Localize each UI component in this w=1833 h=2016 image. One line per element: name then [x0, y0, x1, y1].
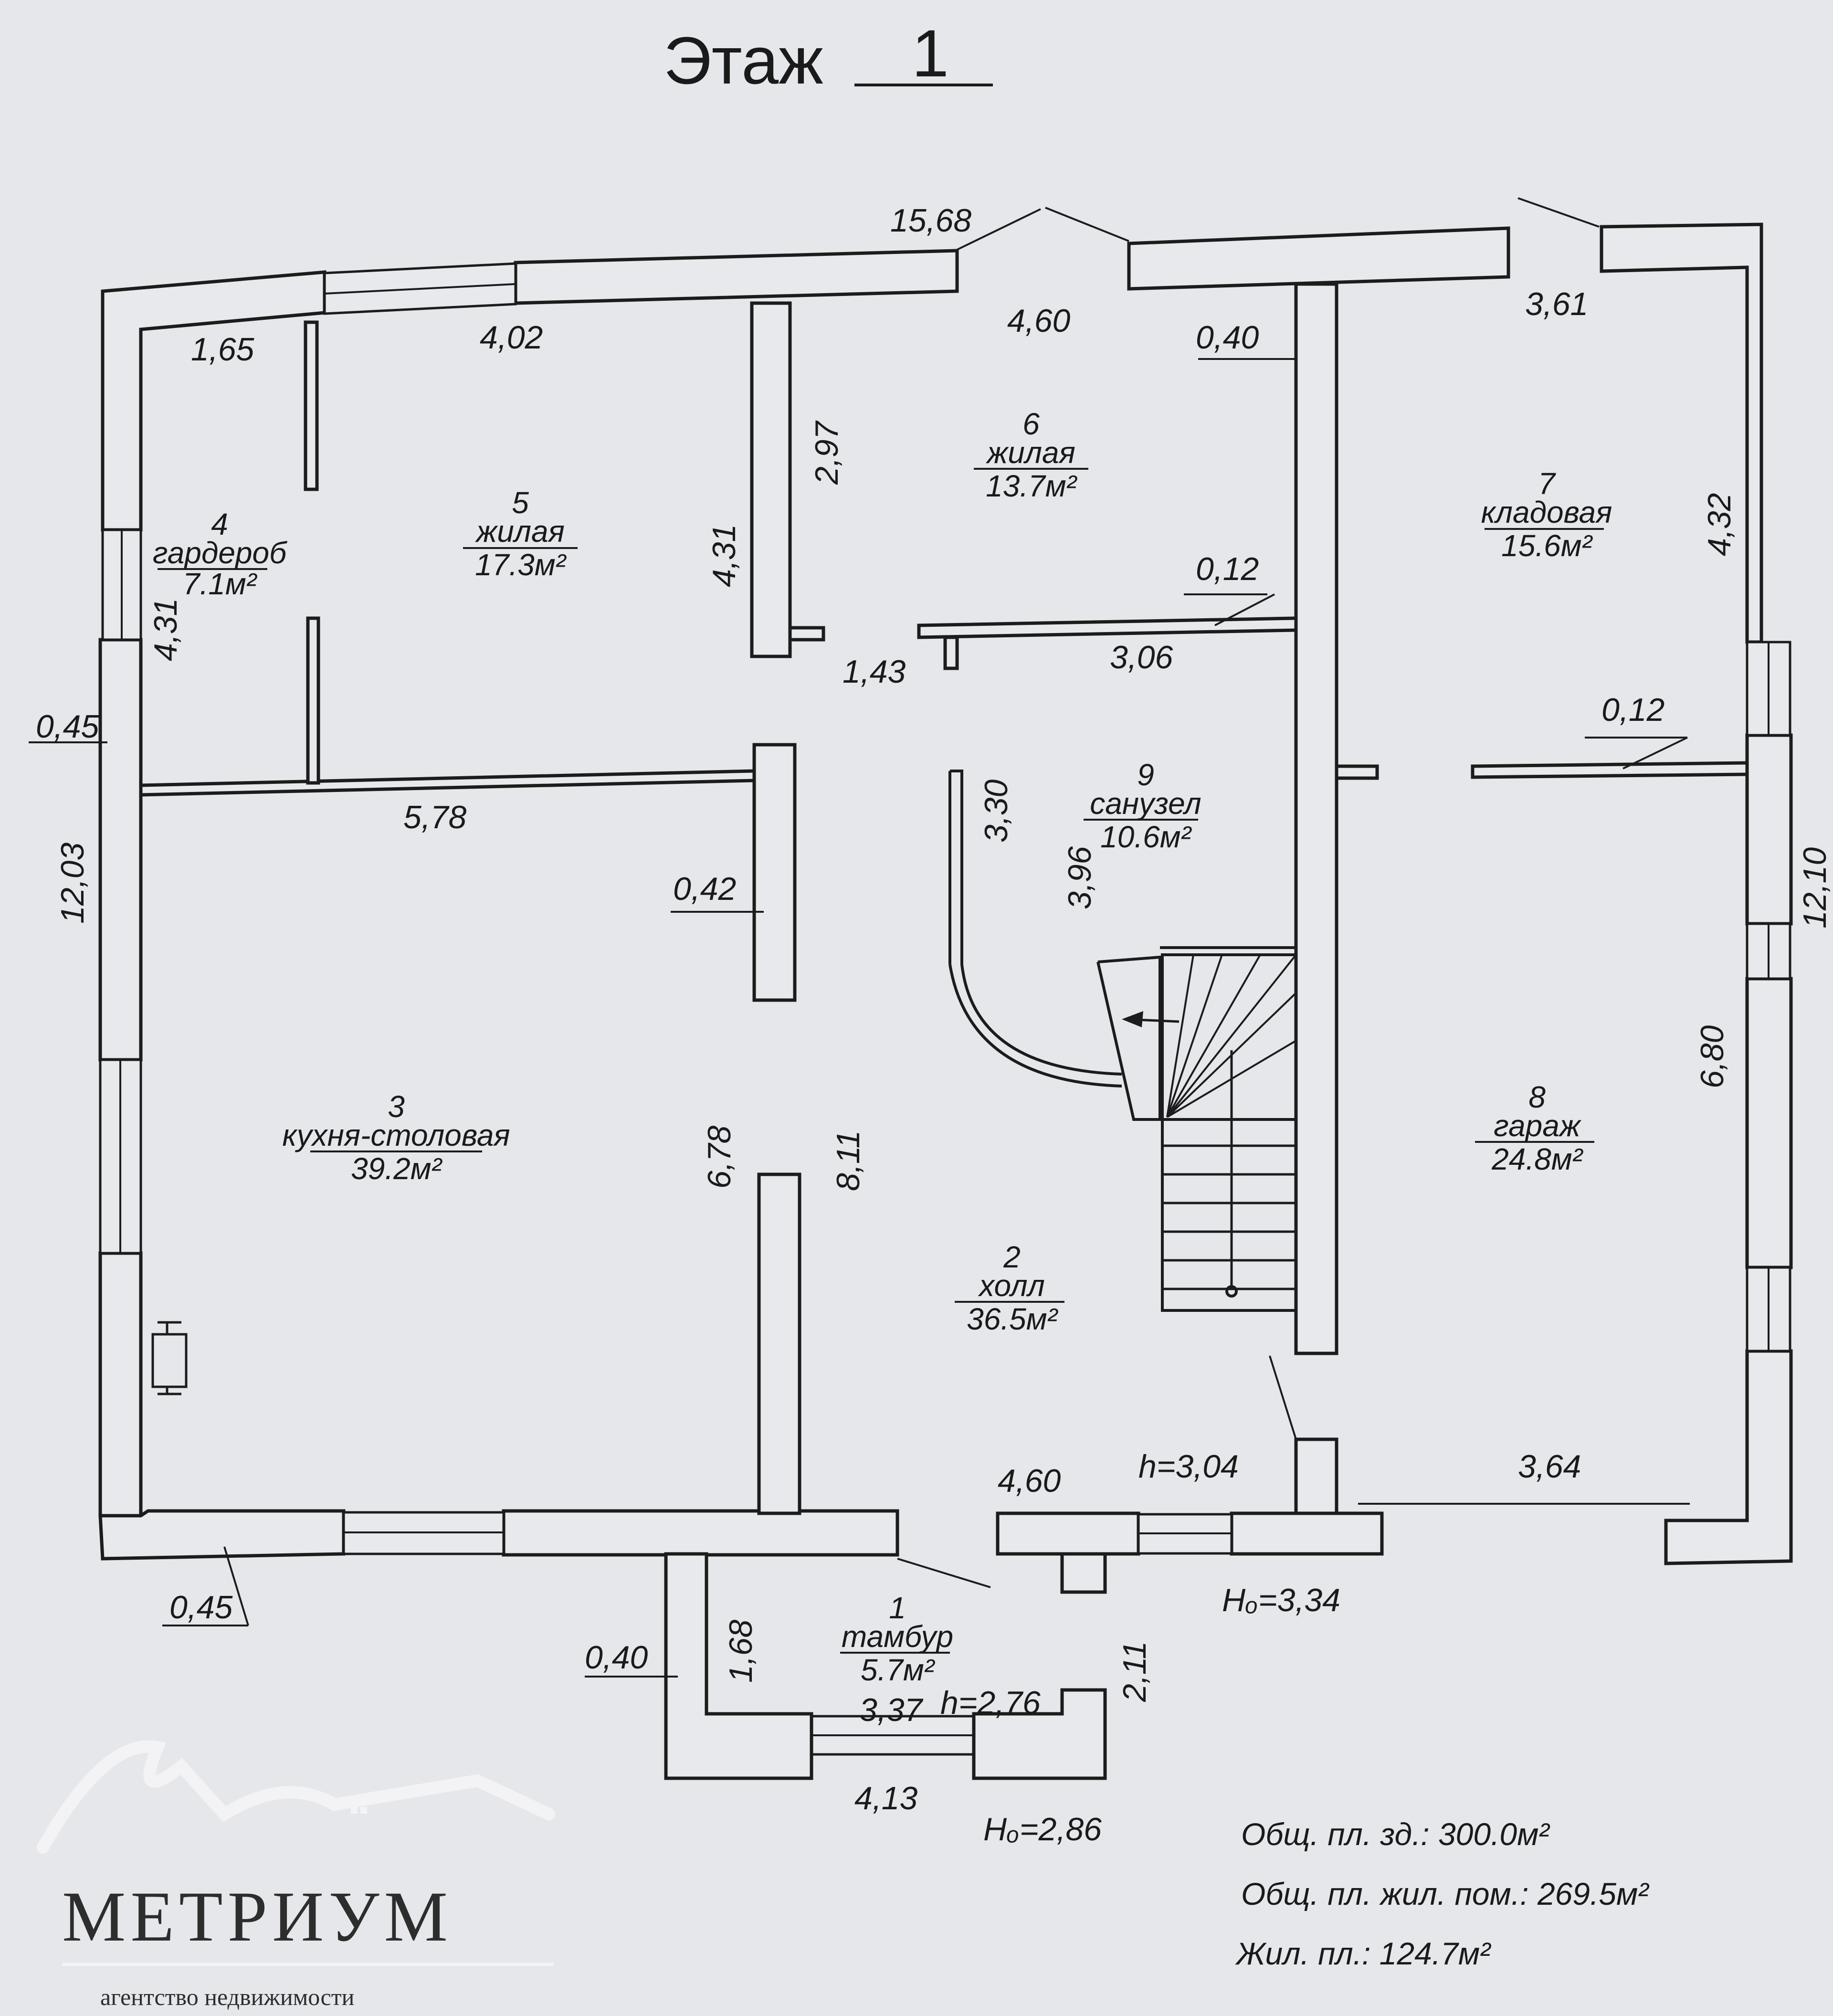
- company-logo: МЕТРИУМ агентство недвижимости: [37, 1740, 555, 2010]
- dim-4-32: 4,32: [1701, 493, 1738, 556]
- svg-text:3: 3: [388, 1089, 405, 1124]
- dim-0-42: 0,42: [673, 871, 736, 907]
- dim-3-64: 3,64: [1518, 1448, 1581, 1485]
- room-7-label: 7 кладовая 15.6м²: [1481, 466, 1612, 563]
- dim-3-30: 3,30: [978, 779, 1014, 843]
- dim-4-31-left: 4,31: [147, 598, 184, 661]
- svg-text:1: 1: [889, 1591, 906, 1625]
- svg-text:10.6м²: 10.6м²: [1100, 820, 1192, 854]
- svg-text:кухня-столовая: кухня-столовая: [282, 1118, 510, 1152]
- dim-0-45-left: 0,45: [36, 708, 99, 745]
- dim-3-06: 3,06: [1110, 639, 1173, 676]
- dim-4-31-mid: 4,31: [706, 524, 742, 587]
- svg-text:15.6м²: 15.6м²: [1501, 528, 1593, 563]
- interior-walls: [139, 282, 1749, 1780]
- dim-0-45-bottom: 0,45: [169, 1589, 233, 1625]
- staircase: [948, 770, 1297, 1312]
- svg-text:гардероб: гардероб: [153, 536, 287, 570]
- floor-title: Этаж 1: [664, 16, 993, 98]
- dim-h0-3-34: Hₒ=3,34: [1222, 1582, 1340, 1618]
- dim-3-37: 3,37: [859, 1692, 924, 1728]
- svg-text:7.1м²: 7.1м²: [183, 567, 258, 601]
- summary-living-area: Жил. пл.: 124.7м²: [1235, 1936, 1491, 1971]
- dim-0-40-bottom: 0,40: [585, 1639, 648, 1676]
- svg-text:7: 7: [1538, 466, 1556, 501]
- windows: [99, 262, 1791, 1756]
- svg-text:24.8м²: 24.8м²: [1491, 1142, 1583, 1176]
- dim-2-11: 2,11: [1117, 1641, 1153, 1702]
- dim-6-80: 6,80: [1694, 1025, 1730, 1088]
- room-9-label: 9 санузел 10.6м²: [1084, 758, 1201, 854]
- svg-text:жилая: жилая: [474, 514, 565, 549]
- dim-h-2-76: h=2,76: [940, 1685, 1041, 1721]
- svg-text:кладовая: кладовая: [1481, 495, 1612, 529]
- svg-text:17.3м²: 17.3м²: [475, 548, 567, 582]
- dim-4-60-bottom: 4,60: [998, 1463, 1061, 1499]
- dim-3-96: 3,96: [1062, 846, 1098, 909]
- room-8-label: 8 гараж 24.8м²: [1475, 1080, 1594, 1176]
- dim-12-10: 12,10: [1797, 847, 1833, 929]
- svg-text:39.2м²: 39.2м²: [351, 1151, 442, 1186]
- dim-3-61: 3,61: [1525, 286, 1588, 322]
- floor-title-label: Этаж: [664, 23, 823, 98]
- svg-text:9: 9: [1137, 758, 1154, 792]
- dim-0-12-b: 0,12: [1601, 692, 1664, 728]
- svg-text:13.7м²: 13.7м²: [986, 469, 1077, 503]
- heater-icon: [151, 1321, 188, 1395]
- dimension-labels: 15,68 1,65 4,02 4,60 0,40 3,61 2,97 4,31…: [36, 202, 1833, 1847]
- dim-12-03: 12,03: [54, 843, 91, 924]
- dim-5-78: 5,78: [403, 799, 467, 835]
- dim-1-68: 1,68: [723, 1619, 759, 1683]
- svg-text:4: 4: [211, 507, 228, 541]
- dim-8-11: 8,11: [830, 1130, 866, 1191]
- dim-1-65: 1,65: [191, 331, 254, 368]
- svg-text:тамбур: тамбур: [842, 1619, 953, 1654]
- dim-1-43: 1,43: [843, 654, 906, 690]
- dim-h0-2-86: Hₒ=2,86: [983, 1811, 1102, 1847]
- svg-text:холл: холл: [978, 1268, 1045, 1303]
- svg-text:5: 5: [512, 486, 529, 520]
- area-summary: Общ. пл. зд.: 300.0м² Общ. пл. жил. пом.…: [1235, 1816, 1649, 1971]
- dim-2-97: 2,97: [809, 420, 845, 485]
- dim-0-40-top: 0,40: [1196, 319, 1259, 356]
- dim-4-60-top: 4,60: [1007, 303, 1071, 339]
- svg-text:жилая: жилая: [985, 435, 1075, 470]
- dim-0-12-a: 0,12: [1196, 551, 1259, 587]
- svg-text:36.5м²: 36.5м²: [967, 1302, 1058, 1336]
- logo-name: МЕТРИУМ: [62, 1877, 453, 1956]
- room-6-label: 6 жилая 13.7м²: [974, 407, 1088, 503]
- dim-4-02: 4,02: [480, 319, 543, 356]
- svg-text:2: 2: [1003, 1240, 1021, 1274]
- dim-6-78: 6,78: [701, 1125, 737, 1189]
- logo-tagline: агентство недвижимости: [100, 1984, 354, 2010]
- svg-text:санузел: санузел: [1090, 786, 1201, 821]
- room-2-label: 2 холл 36.5м²: [955, 1240, 1064, 1336]
- room-4-label: 4 гардероб 7.1м²: [153, 507, 287, 601]
- dim-h-3-04: h=3,04: [1138, 1448, 1239, 1485]
- room-1-label: 1 тамбур 5.7м²: [840, 1591, 953, 1687]
- room-3-label: 3 кухня-столовая 39.2м²: [282, 1089, 510, 1186]
- svg-text:гараж: гараж: [1494, 1108, 1582, 1143]
- summary-total-living-premises: Общ. пл. жил. пом.: 269.5м²: [1241, 1876, 1649, 1911]
- leader-lines: [29, 197, 1690, 1678]
- dim-4-13: 4,13: [854, 1780, 918, 1816]
- svg-text:5.7м²: 5.7м²: [861, 1653, 936, 1687]
- svg-text:8: 8: [1528, 1080, 1546, 1114]
- floor-title-number: 1: [912, 16, 949, 91]
- dim-top-total: 15,68: [890, 202, 971, 239]
- summary-total-building: Общ. пл. зд.: 300.0м²: [1241, 1816, 1550, 1852]
- room-labels: 1 тамбур 5.7м² 2 холл 36.5м² 3 кухня-сто…: [153, 407, 1612, 1687]
- svg-text:6: 6: [1022, 407, 1040, 441]
- room-5-label: 5 жилая 17.3м²: [463, 486, 578, 582]
